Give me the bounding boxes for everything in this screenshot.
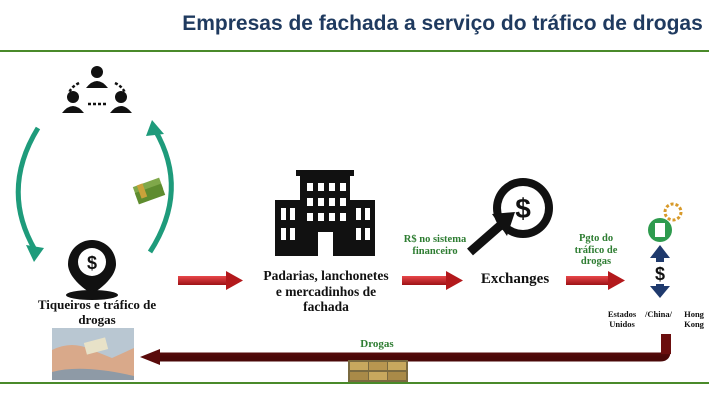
dollar-arrow-icon: $ bbox=[467, 178, 553, 256]
page-title: Empresas de fachada a serviço do tráfico… bbox=[182, 12, 703, 35]
svg-text:$: $ bbox=[515, 193, 531, 224]
building-icon bbox=[275, 170, 375, 256]
foreign-us-label: Estados Unidos bbox=[607, 309, 637, 329]
foreign-china-label: /China/ bbox=[645, 309, 672, 319]
dollar-exchange-icon: $ bbox=[648, 202, 683, 298]
payment-flow-label: Pgto do tráfico de drogas bbox=[574, 233, 618, 268]
arrow-dealers-to-businesses bbox=[178, 271, 243, 290]
arrow-businesses-to-exchanges bbox=[402, 271, 463, 290]
businesses-label: Padarias, lanchonetes e mercadinhos de f… bbox=[263, 268, 389, 315]
dollar-pin-icon: $ bbox=[66, 240, 118, 300]
foreign-label: Estados Unidos /China/ Hong Kong bbox=[606, 309, 709, 330]
people-network-icon bbox=[62, 66, 132, 113]
svg-text:$: $ bbox=[655, 264, 665, 284]
dealers-label: Tiqueiros e tráfico de drogas bbox=[37, 297, 157, 327]
top-divider bbox=[0, 50, 709, 52]
financial-flow-label: R$ no sistema financeiro bbox=[403, 234, 467, 257]
cycle-arrow-left bbox=[15, 126, 44, 262]
bottom-divider bbox=[0, 382, 709, 384]
svg-text:$: $ bbox=[87, 253, 97, 273]
foreign-hk-label: Hong Kong bbox=[684, 309, 704, 329]
drug-bricks-photo bbox=[348, 360, 408, 382]
cycle-arrow-right bbox=[146, 120, 174, 254]
exchanges-label: Exchanges bbox=[480, 271, 550, 287]
cash-handoff-photo bbox=[52, 328, 134, 380]
arrow-exchanges-to-foreign bbox=[566, 271, 625, 290]
money-bundle-icon bbox=[132, 177, 166, 205]
arrow-drugs-return bbox=[140, 334, 671, 365]
drugs-flow-label: Drogas bbox=[360, 338, 394, 350]
